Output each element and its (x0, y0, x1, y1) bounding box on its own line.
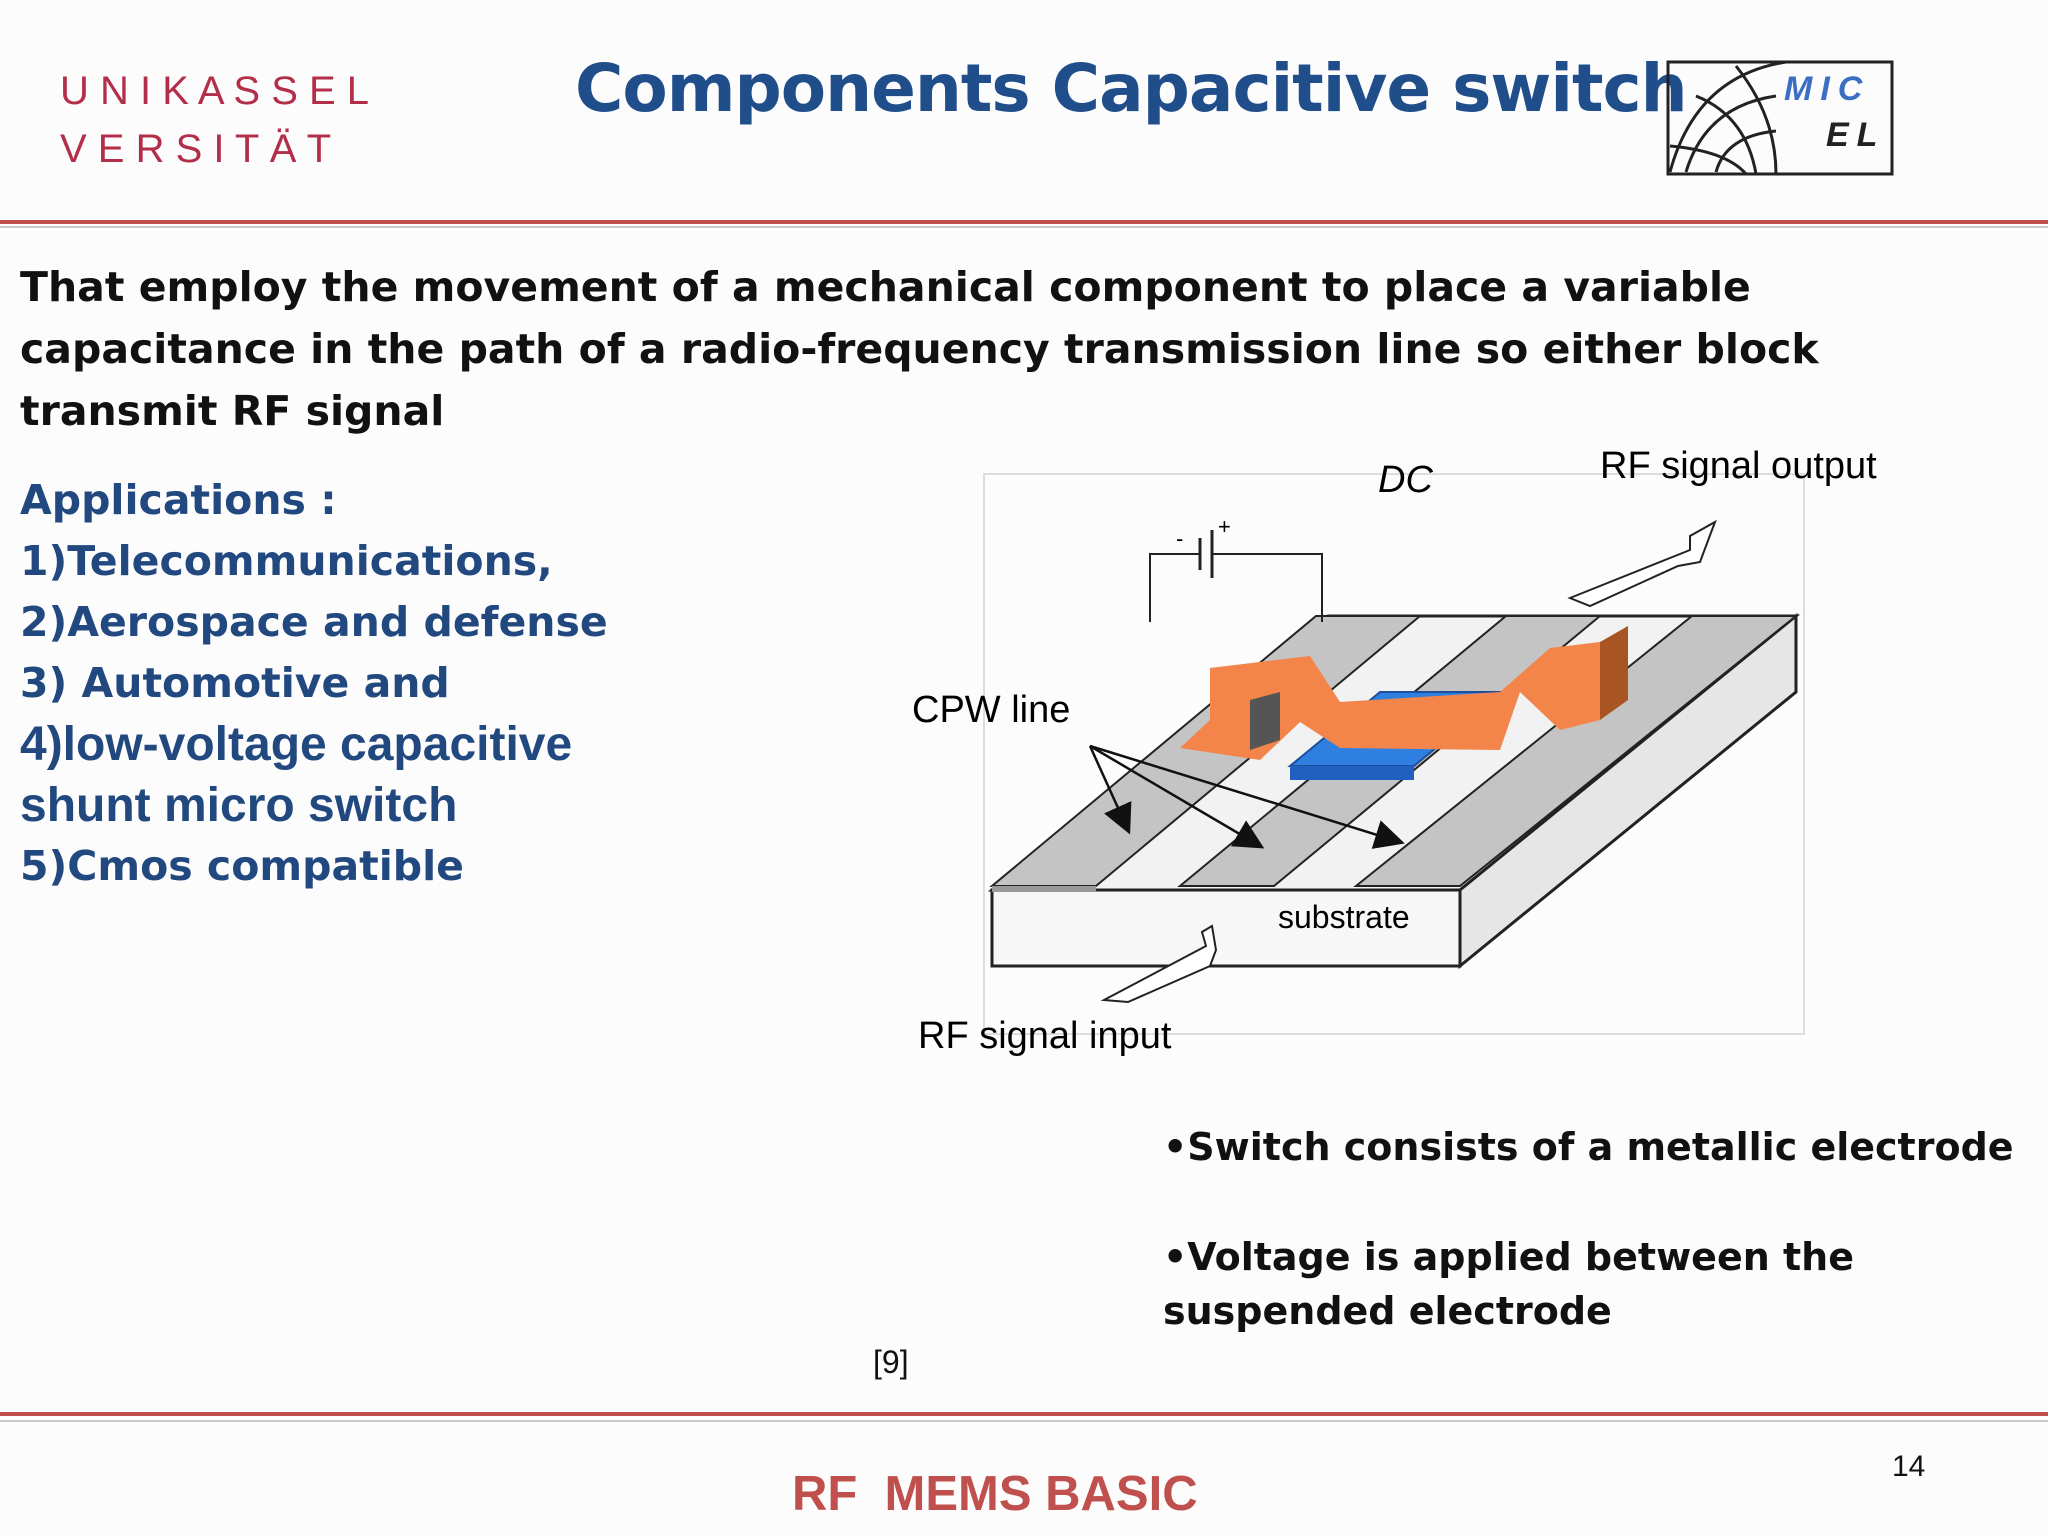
bullet-item: •Voltage is applied between the suspende… (1163, 1235, 1854, 1333)
cpw-pointers (1088, 744, 1405, 849)
list-item: shunt micro switch (20, 779, 458, 832)
reference-citation: [9] (873, 1344, 909, 1380)
micel-logo: MIC EL (1666, 60, 1894, 176)
list-item: 5)Cmos compatible (20, 842, 464, 890)
dc-minus: - (1176, 526, 1183, 551)
dc-plus: + (1218, 514, 1231, 539)
list-item: 1)Telecommunications, (20, 537, 553, 585)
page-title: Components Capacitive switch (575, 50, 1688, 127)
substrate-label: substrate (1278, 899, 1410, 935)
electrode-edge (1290, 766, 1414, 780)
dc-label: DC (1378, 459, 1433, 501)
bullet-list: •Switch consists of a metallic electrode… (1163, 1120, 2023, 1394)
rf-output-label: RF signal output (1600, 445, 1877, 487)
footer-divider (0, 1412, 2048, 1416)
page-number: 14 (1892, 1450, 1926, 1483)
applications-list: Applications : 1)Telecommunications, 2)A… (20, 470, 608, 897)
logo-line-1: U N I K A S S E L (60, 69, 370, 113)
footer-title: RF MEMS BASIC (792, 1467, 1198, 1521)
footer-divider-shadow (0, 1420, 2048, 1422)
list-item: 3) Automotive and (20, 659, 450, 707)
micel-logo-text-1: MIC (1784, 70, 1870, 108)
university-logo: U N I K A S S E L V E R S I T Ä T (60, 62, 369, 178)
bullet-item: •Switch consists of a metallic electrode (1163, 1125, 2014, 1169)
intro-paragraph: That employ the movement of a mechanical… (20, 263, 1819, 435)
rf-input-label: RF signal input (918, 1015, 1172, 1057)
rf-input-arrow (1100, 924, 1218, 1004)
cpw-line-label: CPW line (912, 689, 1070, 731)
list-item: 4)low-voltage capacitive (20, 718, 573, 771)
rf-output-arrow (1567, 519, 1717, 608)
logo-line-2: V E R S I T Ä T (60, 127, 332, 171)
header-divider-shadow (0, 226, 2048, 228)
applications-heading: Applications : (20, 476, 337, 524)
list-item: 2)Aerospace and defense (20, 598, 608, 646)
dc-source: - + DC (1149, 459, 1433, 622)
bridge-membrane (1180, 626, 1628, 760)
header-divider (0, 220, 2048, 224)
diagram-frame (983, 473, 1805, 1035)
capacitive-switch-diagram: - + DC RF signal output CPW line substra… (912, 445, 1877, 1057)
micel-logo-text-2: EL (1826, 116, 1885, 154)
